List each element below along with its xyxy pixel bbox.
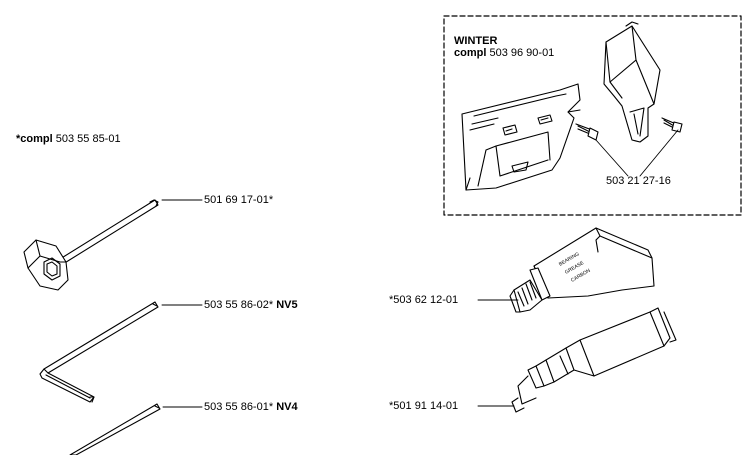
wrench-label: 501 69 17-01* bbox=[204, 194, 274, 206]
leader-winter-screw bbox=[595, 129, 679, 177]
winter-kit-frame bbox=[443, 15, 742, 216]
hex-nv5-variant: NV5 bbox=[276, 299, 298, 311]
kit-prefix: *compl bbox=[16, 133, 53, 145]
hex-key-nv4 bbox=[69, 403, 161, 455]
hex-nv5-number: 503 55 86-02* bbox=[204, 299, 274, 311]
winter-compl: compl 503 96 90-01 bbox=[454, 47, 554, 60]
kit-label: *compl 503 55 85-01 bbox=[16, 133, 121, 146]
grease-tube bbox=[509, 227, 655, 313]
kit-number: 503 55 85-01 bbox=[55, 133, 121, 145]
winter-compl-number: 503 96 90-01 bbox=[489, 47, 555, 59]
winter-title-text: WINTER bbox=[454, 35, 498, 47]
winter-title: WINTER bbox=[454, 35, 497, 48]
winter-cover-plate bbox=[461, 83, 581, 191]
grease-gun-label: *501 91 14-01 bbox=[389, 400, 459, 412]
grease-gun bbox=[511, 307, 677, 413]
hex-nv5-label: 503 55 86-02* NV5 bbox=[204, 299, 298, 312]
combination-wrench bbox=[23, 199, 159, 291]
winter-screw-label: 503 21 27-16 bbox=[606, 175, 671, 187]
winter-compl-word: compl bbox=[454, 47, 487, 59]
hex-nv4-variant: NV4 bbox=[276, 401, 298, 413]
winter-shield bbox=[603, 21, 661, 143]
hex-key-nv5 bbox=[39, 301, 159, 403]
hex-nv4-number: 503 55 86-01* bbox=[204, 401, 274, 413]
hex-nv4-label: 503 55 86-01* NV4 bbox=[204, 401, 298, 414]
grease-tube-label: *503 62 12-01 bbox=[389, 294, 459, 306]
winter-screw-right bbox=[661, 117, 683, 133]
winter-screw-left bbox=[575, 123, 599, 141]
